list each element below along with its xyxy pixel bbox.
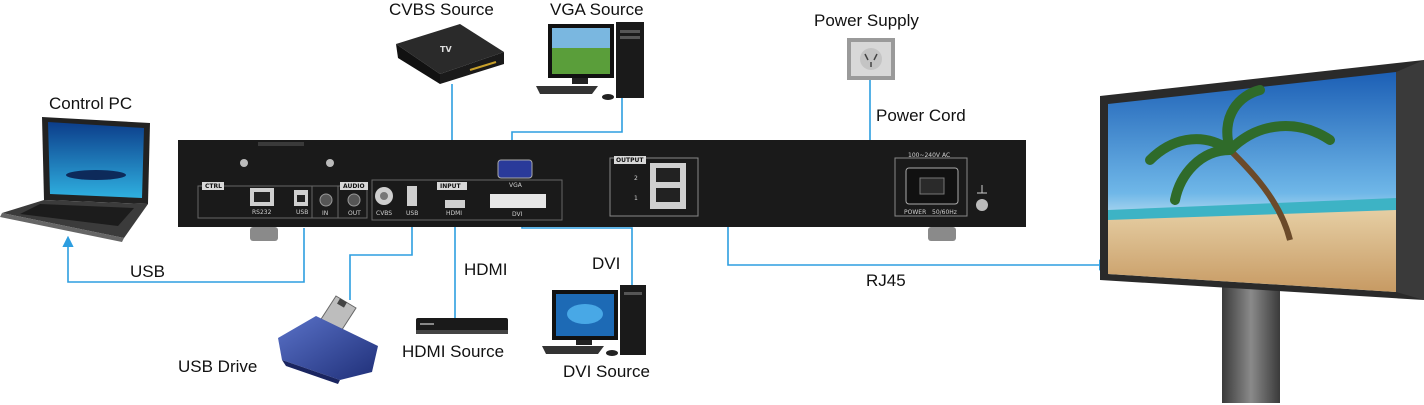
cvbs-text: CVBS: [376, 210, 392, 217]
usb-input-text: USB: [406, 210, 418, 217]
power-cord-label: Power Cord: [876, 106, 966, 125]
power-text: POWER: [904, 209, 926, 216]
control-pc-label: Control PC: [49, 94, 133, 113]
device-back-panel: [178, 140, 1026, 241]
dvi-source-label: DVI Source: [563, 362, 650, 381]
vga-desktop-icon: [536, 22, 644, 100]
cvbs-source-label: CVBS Source: [389, 0, 494, 19]
rj45-label: RJ45: [866, 271, 906, 290]
usb-drive-icon: [278, 295, 378, 384]
audio-in-text: IN: [322, 210, 328, 217]
input-text: INPUT: [440, 183, 462, 190]
vga-text: VGA: [509, 182, 523, 189]
dvi-desktop-icon: [542, 285, 646, 356]
rs232-text: RS232: [252, 209, 272, 216]
output-2-text: 2: [634, 175, 638, 182]
hdmi-port-text: HDMI: [446, 210, 462, 217]
tv-box-icon: [396, 24, 504, 84]
usb-port-text: USB: [296, 209, 308, 216]
usb-drive-cable: [349, 212, 418, 300]
usb-cable: [62, 228, 305, 283]
ctrl-text: CTRL: [205, 183, 222, 190]
usb-label: USB: [130, 262, 165, 281]
tv-box-label: TV: [440, 45, 452, 54]
hdmi-source-label: HDMI Source: [402, 342, 505, 361]
output-text: OUTPUT: [616, 157, 644, 164]
output-1-text: 1: [634, 195, 638, 202]
audio-text: AUDIO: [343, 183, 365, 190]
dvi-label: DVI: [592, 254, 621, 273]
voltage-text: 100~240V AC: [908, 152, 950, 159]
led-billboard: [1100, 60, 1424, 403]
vga-source-label: VGA Source: [550, 0, 644, 19]
freq-text: 50/60Hz: [932, 209, 957, 216]
power-outlet-icon: [847, 38, 895, 80]
hdmi-label: HDMI: [464, 260, 508, 279]
audio-out-text: OUT: [348, 210, 361, 217]
laptop-icon: [0, 117, 150, 242]
hdmi-source-box-icon: [416, 318, 508, 334]
dvi-port-text: DVI: [512, 211, 523, 218]
usb-drive-label: USB Drive: [178, 357, 258, 376]
power-supply-label: Power Supply: [814, 11, 919, 30]
